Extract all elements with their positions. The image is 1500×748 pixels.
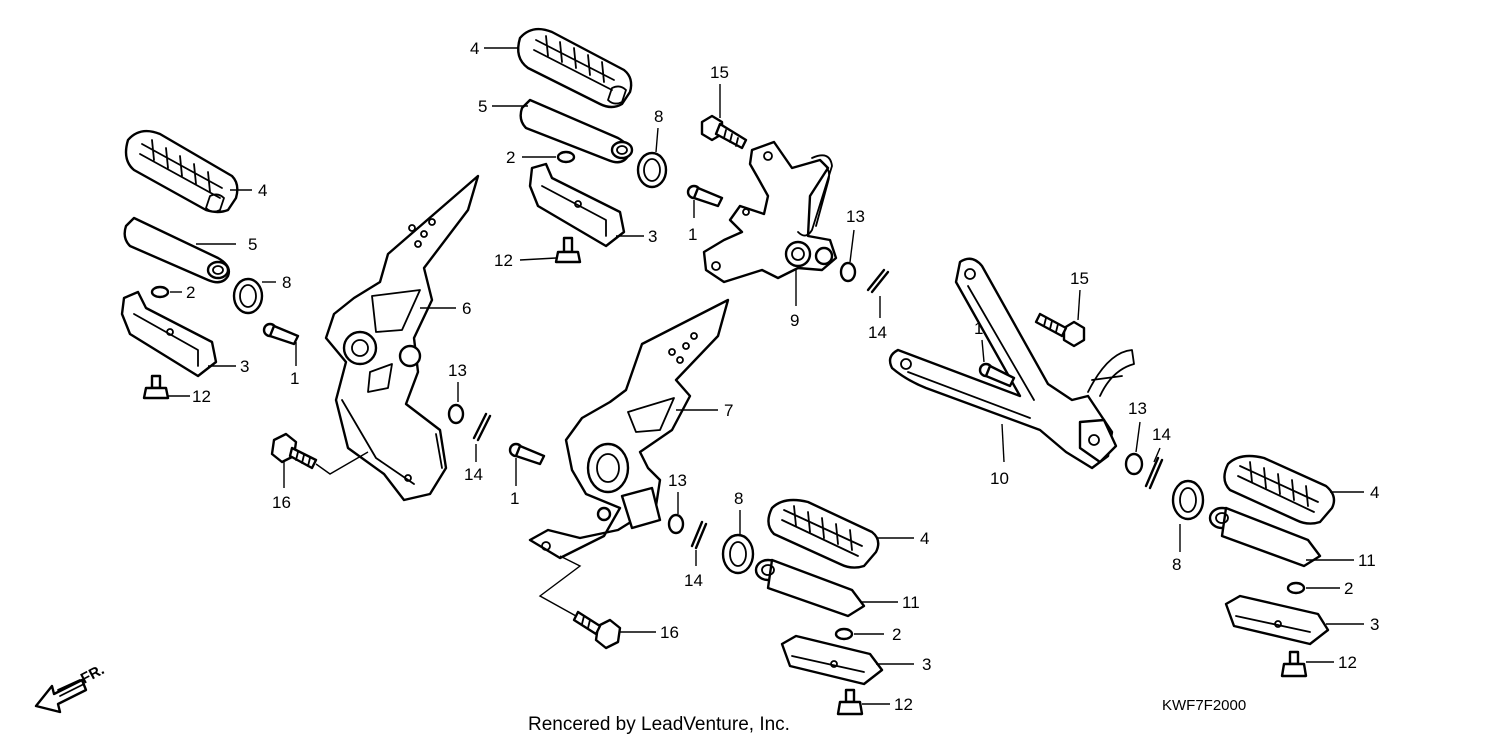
pin-1-center (508, 442, 546, 466)
washer-13-top (839, 261, 857, 283)
pin-1-left (262, 322, 300, 346)
callout-5: 5 (248, 235, 257, 254)
callout-13: 13 (846, 207, 865, 226)
footpeg-rubber-right (1223, 454, 1336, 525)
callout-7: 7 (724, 401, 733, 420)
washer-2-right (1286, 581, 1306, 595)
callout-3: 3 (1370, 615, 1379, 634)
callout-12: 12 (494, 251, 513, 270)
callout-8: 8 (1172, 555, 1181, 574)
footpeg-arm-11-center (754, 558, 866, 618)
bracket-7 (528, 298, 730, 560)
callout-4: 4 (470, 39, 479, 58)
footpeg-holder-3-center (780, 634, 884, 686)
callout-4: 4 (1370, 483, 1379, 502)
pin-1-right (978, 362, 1016, 388)
footpeg-holder-3-top (528, 162, 626, 248)
callout-10: 10 (990, 469, 1009, 488)
bolt-12-center (836, 688, 864, 716)
washer-13-left (447, 403, 465, 425)
bolt-15-right (1034, 312, 1086, 348)
cotter-pin-14-right (1144, 456, 1164, 490)
callout-11: 11 (1358, 551, 1376, 570)
callout-1: 1 (974, 319, 983, 338)
o-ring-8-center (721, 533, 755, 575)
callout-16: 16 (660, 623, 679, 642)
callout-2: 2 (1344, 579, 1353, 598)
callout-8: 8 (734, 489, 743, 508)
callout-14: 14 (464, 465, 483, 484)
pin-1-top (686, 184, 724, 208)
o-ring-8-left (232, 277, 264, 315)
callout-12: 12 (1338, 653, 1357, 672)
callout-8: 8 (654, 107, 663, 126)
callout-12: 12 (192, 387, 211, 406)
callout-5: 5 (478, 97, 487, 116)
callout-13: 13 (668, 471, 687, 490)
callout-2: 2 (186, 283, 195, 302)
bracket-10 (888, 257, 1135, 470)
callout-3: 3 (240, 357, 249, 376)
washer-2-top (556, 150, 576, 164)
footpeg-rubber-left (124, 129, 239, 214)
callout-13: 13 (1128, 399, 1147, 418)
callout-1: 1 (688, 225, 697, 244)
footpeg-arm-left (123, 216, 231, 284)
callout-2: 2 (506, 148, 515, 167)
callout-4: 4 (920, 529, 929, 548)
callout-13: 13 (448, 361, 467, 380)
bolt-15-top (700, 114, 748, 150)
footpeg-rubber-top (517, 27, 633, 109)
callout-14: 14 (868, 323, 887, 342)
callout-3: 3 (922, 655, 931, 674)
footpeg-holder-3-right (1224, 594, 1330, 646)
render-credit: Rencered by LeadVenture, Inc. (528, 714, 790, 735)
diagram-code: KWF7F2000 (1162, 697, 1246, 714)
washer-13-right (1124, 452, 1144, 476)
o-ring-8-top (636, 151, 668, 189)
footpeg-holder-3-left (120, 290, 218, 378)
callout-4: 4 (258, 181, 267, 200)
bracket-6 (324, 174, 480, 502)
cotter-pin-14-top (866, 268, 890, 294)
washer-13-center (667, 513, 685, 535)
callout-12: 12 (894, 695, 913, 714)
callout-2: 2 (892, 625, 901, 644)
footpeg-arm-11-right (1208, 506, 1322, 568)
callout-11: 11 (902, 593, 920, 612)
callout-6: 6 (462, 299, 471, 318)
callout-8: 8 (282, 273, 291, 292)
bolt-12-top (554, 236, 582, 264)
footpeg-rubber-center (767, 498, 880, 569)
callout-14: 14 (1152, 425, 1171, 444)
washer-2-left (150, 285, 170, 299)
callout-15: 15 (1070, 269, 1089, 288)
cotter-pin-14-left (472, 412, 492, 442)
o-ring-8-right (1171, 479, 1205, 521)
front-direction-arrow: FR. (34, 661, 107, 714)
callouts: 4 5 2 8 3 12 1 15 9 13 14 4 5 8 2 3 12 6… (186, 39, 1379, 714)
cotter-pin-14-center (690, 520, 708, 550)
callout-15: 15 (710, 63, 729, 82)
callout-1: 1 (510, 489, 519, 508)
bolt-16-center (572, 610, 622, 650)
bolt-12-right (1280, 650, 1308, 678)
leader-lines (168, 47, 1364, 705)
callout-3: 3 (648, 227, 657, 246)
bolt-12-left (142, 374, 170, 400)
bracket-9 (702, 140, 838, 284)
bolt-16-left (270, 432, 318, 470)
callout-16: 16 (272, 493, 291, 512)
callout-9: 9 (790, 311, 799, 330)
callout-1: 1 (290, 369, 299, 388)
callout-14: 14 (684, 571, 703, 590)
washer-2-center (834, 627, 854, 641)
footpeg-arm-top (519, 98, 634, 164)
